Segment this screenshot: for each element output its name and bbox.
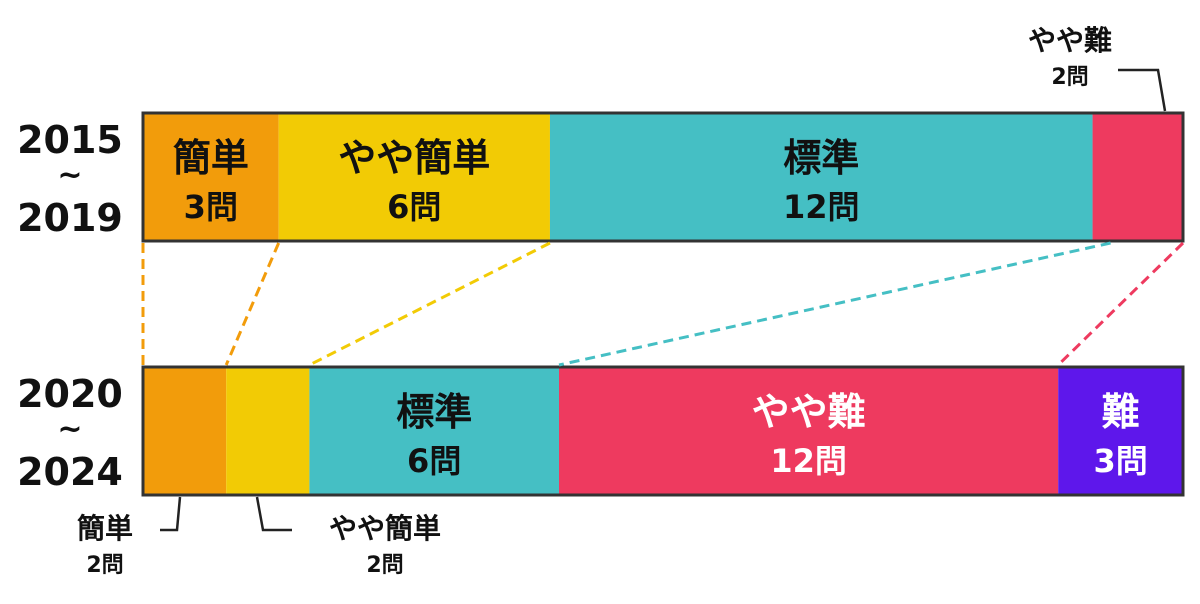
period-separator: ~ <box>57 412 82 447</box>
bar-segment-2 <box>549 113 1093 241</box>
external-name-label: 簡単 <box>77 512 133 545</box>
segment-name-label: 簡単 <box>173 136 249 180</box>
segment-count-label: 3問 <box>1093 442 1147 480</box>
leader-line <box>255 496 292 532</box>
external-count-label: 2問 <box>366 553 403 578</box>
external-count-label: 2問 <box>86 553 123 578</box>
bar-segment-3 <box>559 367 1059 495</box>
bar-segment-2 <box>309 367 559 495</box>
bar-outline <box>141 365 1185 497</box>
bar-segment-1 <box>278 113 550 241</box>
segment-name-label: 難 <box>1102 390 1140 434</box>
segment-count-label: 12問 <box>770 442 847 480</box>
connector-dashed-line <box>308 241 551 367</box>
period-start-label: 2020 <box>17 372 123 416</box>
period-start-label: 2015 <box>17 118 123 162</box>
connector-dashed-line <box>224 242 281 366</box>
bar-segment-1 <box>226 367 310 495</box>
external-name-label: やや難 <box>1028 24 1112 57</box>
leader-line <box>160 496 182 532</box>
bar-segment-4 <box>1058 367 1183 495</box>
segment-count-label: 12問 <box>783 188 860 226</box>
segment-count-label: 3問 <box>184 188 238 226</box>
segment-name-label: やや簡単 <box>338 136 490 180</box>
segment-name-label: 標準 <box>783 136 859 180</box>
external-count-label: 2問 <box>1051 65 1088 90</box>
segment-name-label: 標準 <box>396 390 472 434</box>
segment-count-label: 6問 <box>387 188 441 226</box>
bar-segment-0 <box>143 113 279 241</box>
bar-outline <box>141 111 1185 243</box>
segment-count-label: 6問 <box>407 442 461 480</box>
bar-segment-3 <box>1092 113 1183 241</box>
period-end-label: 2024 <box>17 450 123 494</box>
period-end-label: 2019 <box>17 196 123 240</box>
bar-segment-0 <box>143 367 227 495</box>
leader-line <box>1118 68 1167 112</box>
segment-name-label: やや難 <box>752 390 866 434</box>
external-name-label: やや簡単 <box>329 512 441 545</box>
period-separator: ~ <box>57 158 82 193</box>
connector-dashed-line <box>1057 241 1185 367</box>
connector-dashed-line <box>558 241 1111 367</box>
